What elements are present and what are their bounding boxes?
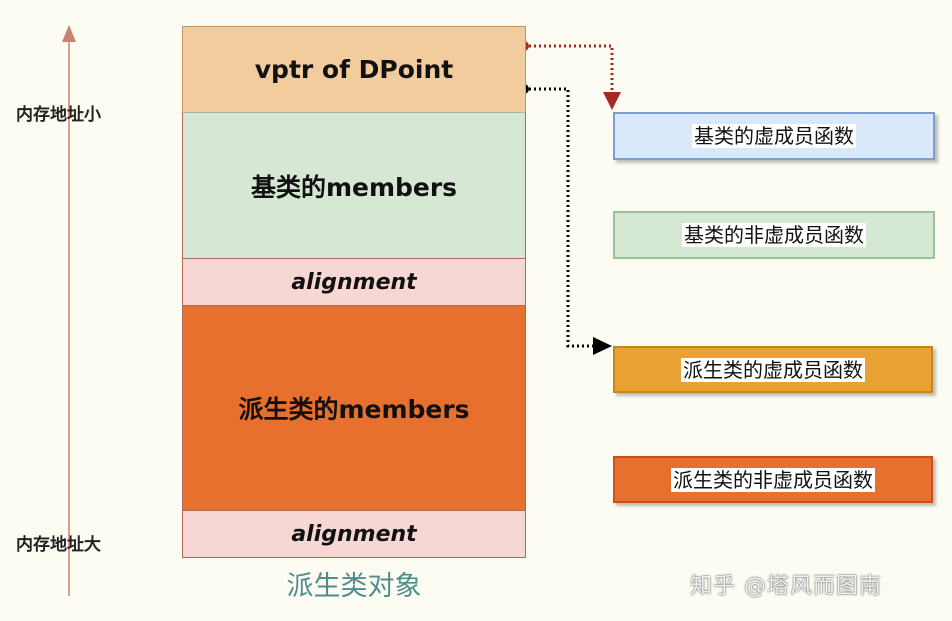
vptr-to-derived-virtual-arrow	[519, 84, 612, 355]
vptr-label: vptr of DPoint	[254, 55, 454, 84]
derived-nonvirtual-function-box: 派生类的非虚成员函数	[613, 456, 933, 503]
base-virtual-function-label: 基类的虚成员函数	[692, 124, 856, 148]
alignment-label-2: alignment	[291, 521, 417, 547]
derived-virtual-function-label: 派生类的虚成员函数	[681, 357, 865, 382]
memory-address-axis	[62, 25, 76, 596]
alignment-segment-2: alignment	[182, 510, 526, 558]
alignment-label-1: alignment	[291, 269, 417, 295]
alignment-segment-1: alignment	[182, 258, 526, 306]
derived-members-segment: 派生类的members	[182, 305, 526, 511]
red-arrowhead	[603, 92, 621, 110]
derived-members-label: 派生类的members	[238, 395, 470, 424]
base-nonvirtual-function-label: 基类的非虚成员函数	[682, 223, 866, 247]
base-members-segment: 基类的members	[182, 112, 526, 259]
vptr-segment: vptr of DPoint	[182, 26, 526, 113]
derived-nonvirtual-function-label: 派生类的非虚成员函数	[671, 467, 875, 492]
red-dotted-path	[529, 44, 614, 96]
high-address-label: 内存地址大	[16, 535, 101, 555]
black-arrowhead	[593, 337, 612, 355]
base-nonvirtual-function-box: 基类的非虚成员函数	[613, 211, 935, 259]
base-virtual-function-box: 基类的虚成员函数	[613, 112, 935, 160]
axis-arrowhead	[62, 25, 76, 42]
object-caption: 派生类对象	[286, 571, 422, 602]
watermark: 知乎 @塔风而图南	[690, 574, 882, 599]
vptr-to-base-virtual-arrow	[519, 41, 621, 110]
base-members-label: 基类的members	[250, 172, 458, 202]
low-address-label: 内存地址小	[16, 105, 101, 125]
black-dotted-path	[529, 87, 596, 348]
derived-virtual-function-box: 派生类的虚成员函数	[613, 346, 933, 393]
